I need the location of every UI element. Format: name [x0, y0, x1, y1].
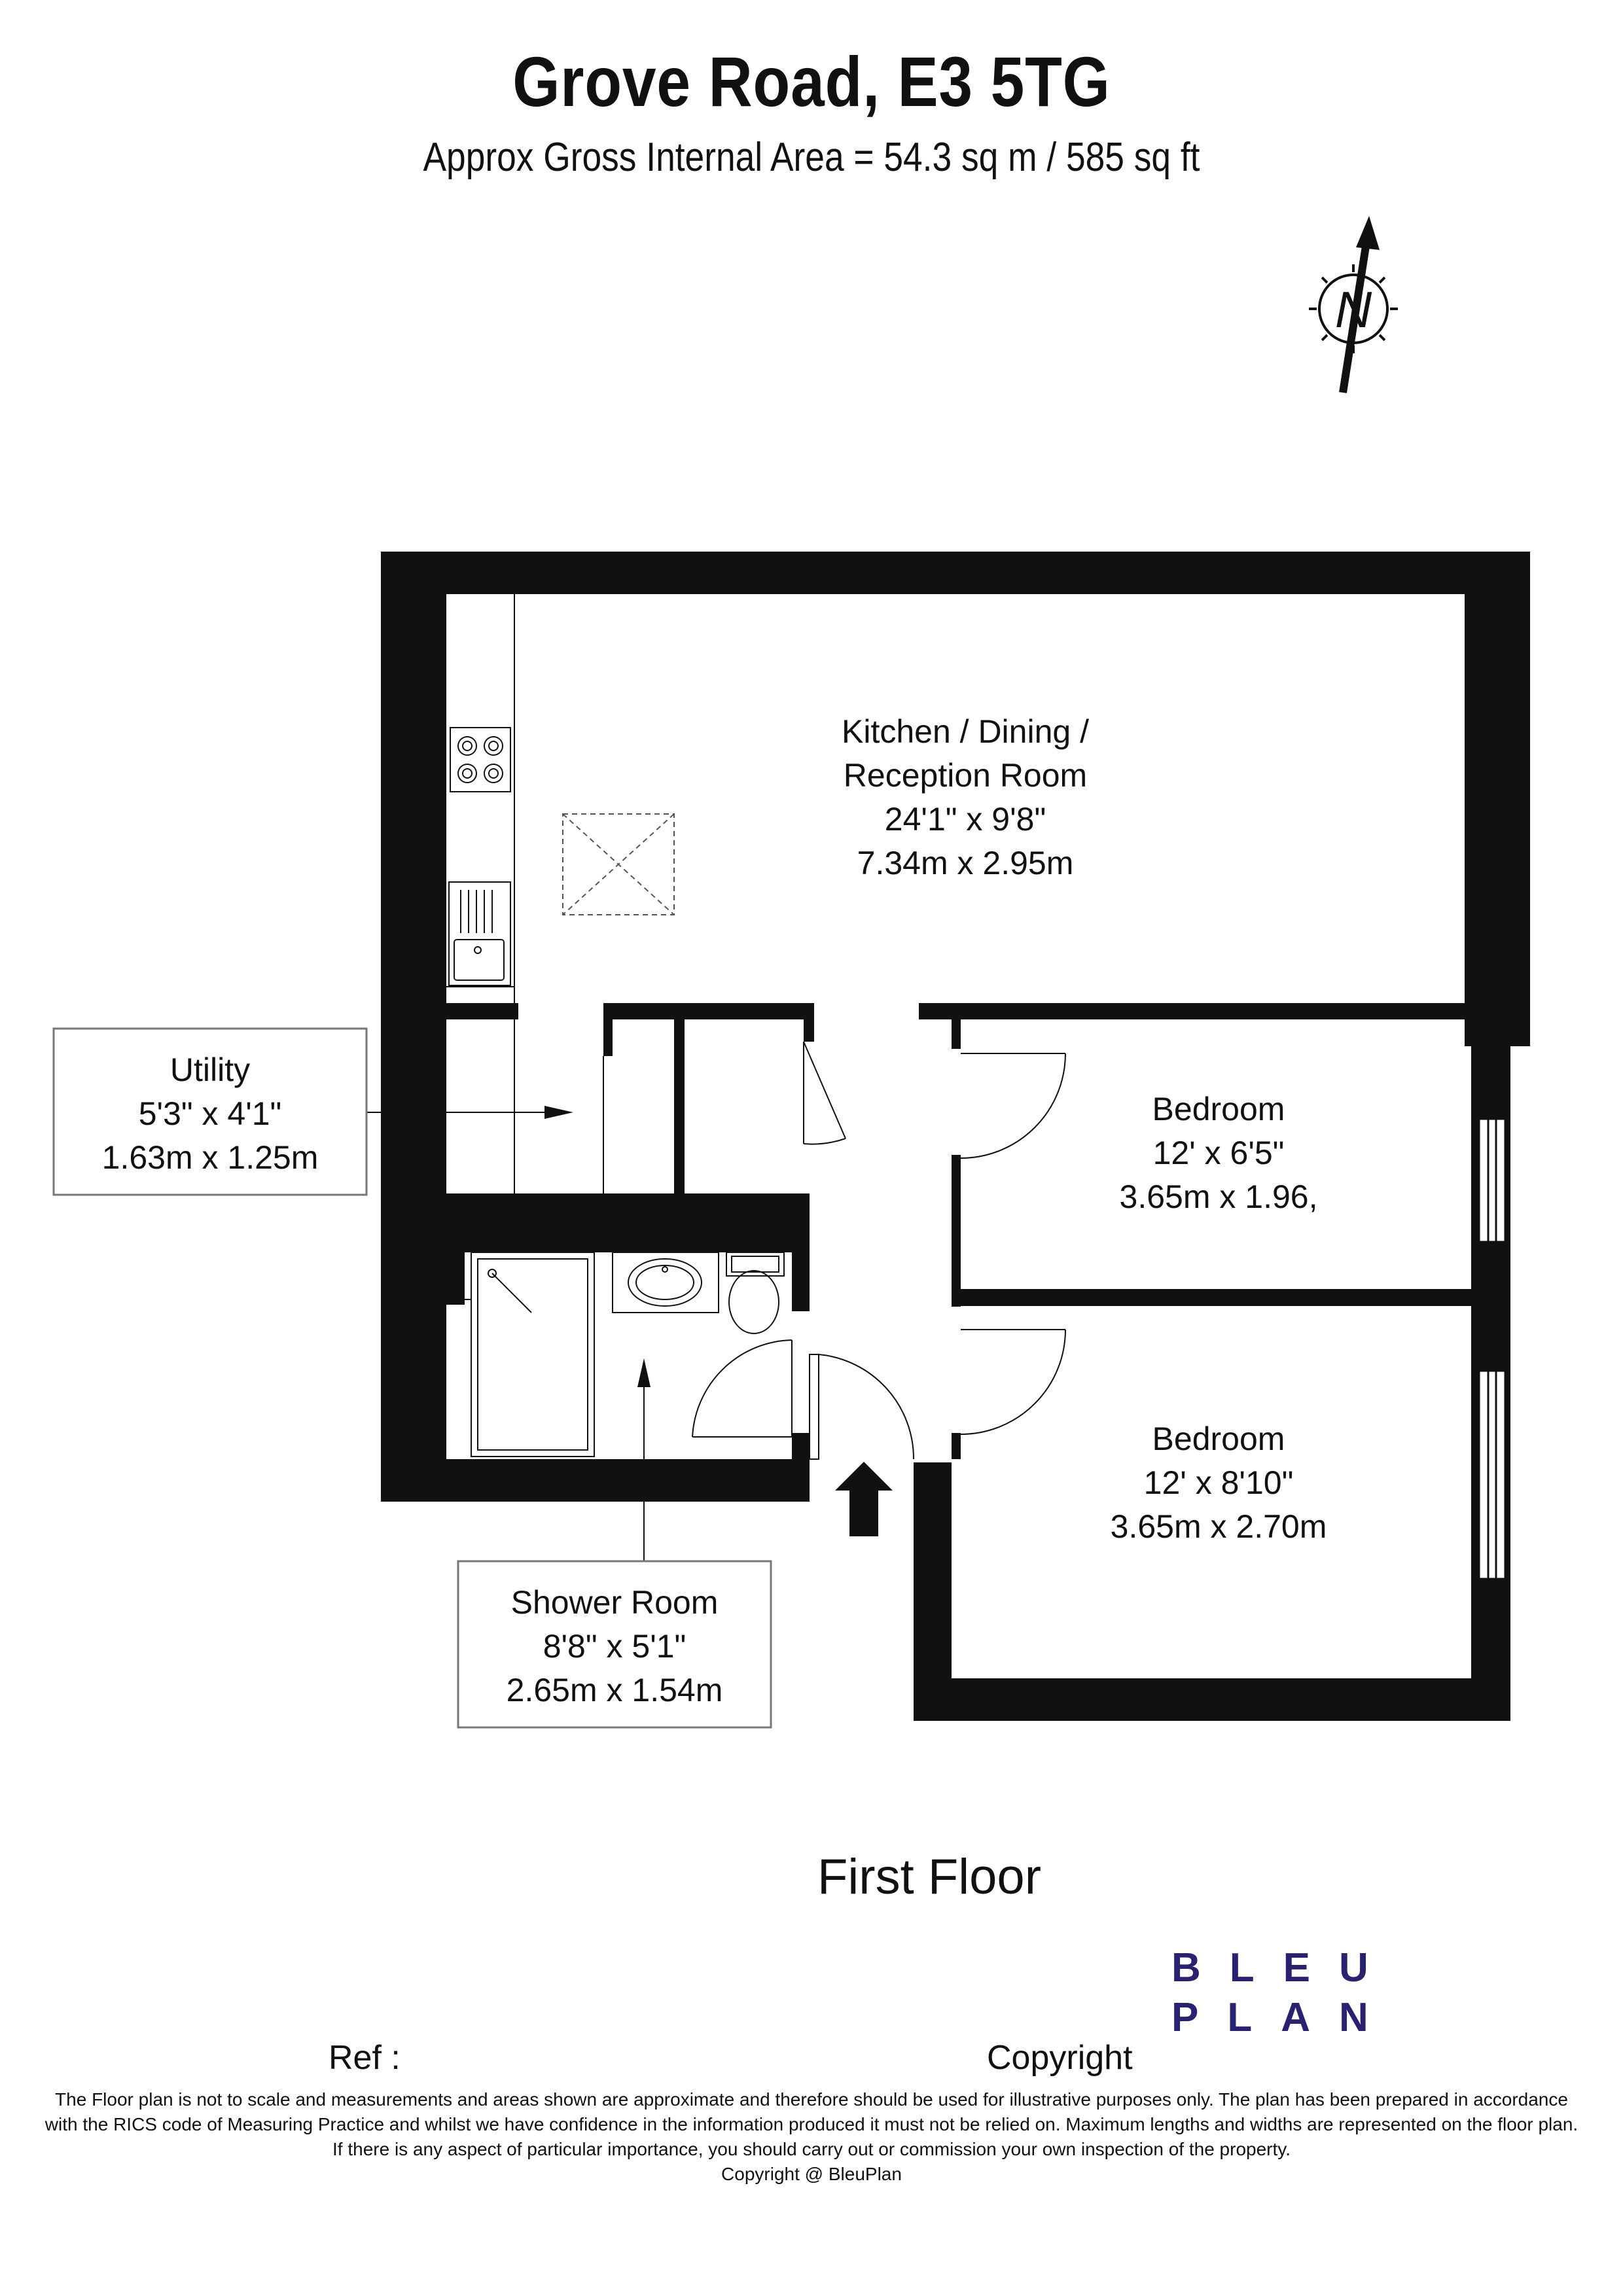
utility-imperial: 5'3" x 4'1"	[139, 1095, 282, 1132]
floor-label: First Floor	[817, 1849, 1041, 1905]
bedroom2-name: Bedroom	[1152, 1421, 1285, 1457]
toilet-icon	[726, 1252, 785, 1334]
hob-icon	[450, 727, 511, 792]
utility-outline	[514, 1019, 604, 1193]
disclaimer-line1: The Floor plan is not to scale and measu…	[55, 2089, 1568, 2110]
entrance-arrow-icon	[835, 1462, 893, 1536]
north-arrow-head	[1356, 216, 1380, 250]
shower-room-door[interactable]	[692, 1339, 793, 1438]
shower-room-callout: Shower Room 8'8" x 5'1" 2.65m x 1.54m	[457, 1560, 772, 1729]
utility-pointer	[366, 1106, 573, 1119]
kitchen-imperial: 24'1" x 9'8"	[885, 801, 1046, 838]
shower-name: Shower Room	[511, 1584, 719, 1621]
bedroom2-label: Bedroom 12' x 8'10" 3.65m x 2.70m	[1111, 1421, 1327, 1545]
shower-pointer	[637, 1358, 651, 1561]
property-title: Grove Road, E3 5TG	[512, 42, 1111, 121]
kitchen-metric: 7.34m x 2.95m	[857, 845, 1074, 881]
kitchen-sink-icon	[448, 881, 511, 986]
logo-line2: PLAN	[1171, 1995, 1397, 2040]
ref-label: Ref :	[329, 2039, 401, 2077]
utility-name: Utility	[170, 1051, 250, 1088]
bedroom2-metric: 3.65m x 2.70m	[1111, 1508, 1327, 1545]
bedroom1-metric: 3.65m x 1.96,	[1120, 1178, 1318, 1215]
bedroom1-imperial: 12' x 6'5"	[1153, 1135, 1285, 1171]
kitchen-worktop	[446, 594, 515, 1003]
north-arrow-shaft	[1339, 241, 1370, 393]
shower-metric: 2.65m x 1.54m	[507, 1672, 723, 1708]
disclaimer-line4: Copyright @ BleuPlan	[721, 2164, 902, 2184]
kitchen-name-line2: Reception Room	[844, 757, 1087, 794]
copyright-label: Copyright	[987, 2039, 1133, 2077]
bedroom1-label: Bedroom 12' x 6'5" 3.65m x 1.96,	[1120, 1091, 1318, 1215]
kitchen-label: Kitchen / Dining / Reception Room 24'1" …	[842, 713, 1089, 881]
cupboard-door[interactable]	[803, 1041, 846, 1145]
disclaimer-line2: with the RICS code of Measuring Practice…	[45, 2114, 1578, 2134]
area-subtitle: Approx Gross Internal Area = 54.3 sq m /…	[423, 135, 1200, 180]
bedroom2-imperial: 12' x 8'10"	[1144, 1464, 1294, 1501]
shower-imperial: 8'8" x 5'1"	[543, 1628, 687, 1665]
disclaimer-line3: If there is any aspect of particular imp…	[332, 2139, 1291, 2159]
logo-line1: BLEU	[1171, 1945, 1397, 1990]
shower-tray-icon	[471, 1252, 595, 1457]
utility-callout: Utility 5'3" x 4'1" 1.63m x 1.25m	[52, 1027, 368, 1196]
bedroom1-door[interactable]	[960, 1053, 1066, 1159]
windows	[1478, 1118, 1507, 1580]
skylight-icon	[562, 813, 675, 915]
bleuplan-logo: BLEU PLAN	[1171, 1943, 1397, 2043]
kitchen-name-line1: Kitchen / Dining /	[842, 713, 1089, 750]
disclaimer: The Floor plan is not to scale and measu…	[26, 2087, 1597, 2187]
compass: N	[1309, 216, 1398, 393]
bedroom1-name: Bedroom	[1152, 1091, 1285, 1127]
basin-icon	[612, 1252, 719, 1313]
bedroom2-door[interactable]	[960, 1329, 1066, 1435]
compass-north-label: N	[1335, 281, 1372, 338]
utility-metric: 1.63m x 1.25m	[102, 1139, 319, 1176]
front-door[interactable]	[809, 1354, 915, 1460]
